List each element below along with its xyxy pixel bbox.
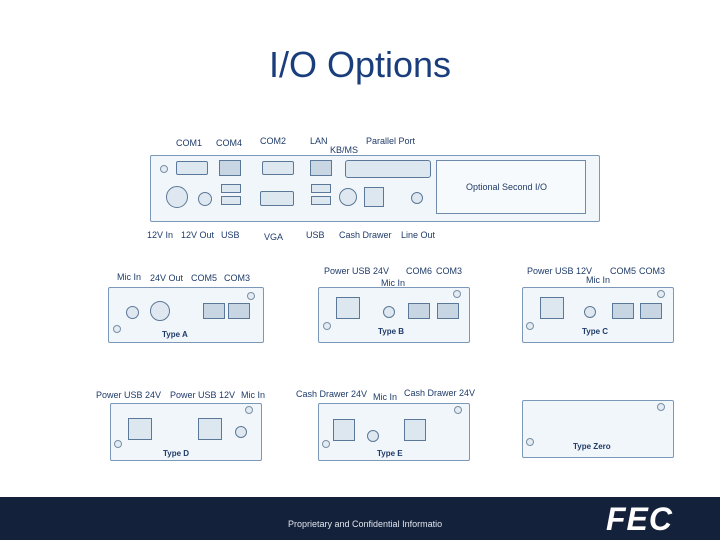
label-com2: COM2	[260, 136, 287, 146]
screw-icon	[526, 438, 534, 446]
screw-icon	[657, 290, 665, 298]
mic-in-jack-icon	[584, 306, 596, 318]
type-c-label: Type C	[582, 327, 609, 336]
lan-port-icon	[310, 160, 332, 176]
dc-jack-12v-in-icon	[166, 186, 188, 208]
com1-port-icon	[176, 161, 208, 175]
power-usb-24v-port-icon	[128, 418, 152, 440]
parallel-port-icon	[345, 160, 431, 178]
mic-in-jack-icon	[367, 430, 379, 442]
label-line-out: Line Out	[401, 230, 436, 240]
type-zero-panel	[522, 400, 674, 458]
label-12v-out: 12V Out	[181, 230, 215, 240]
power-usb-12v-port-icon	[540, 297, 564, 319]
power-din-icon	[150, 301, 170, 321]
mic-in-jack-icon	[235, 426, 247, 438]
label-kbms: KB/MS	[330, 145, 359, 155]
label-usb: USB	[306, 230, 325, 240]
usb-port-icon	[221, 184, 241, 193]
label-cash-drawer-24v: Cash Drawer 24V	[404, 388, 476, 398]
cash-drawer-port-icon	[404, 419, 426, 441]
type-e-label: Type E	[377, 449, 403, 458]
dc-jack-12v-out-icon	[198, 192, 212, 206]
screw-icon	[160, 165, 168, 173]
page-title: I/O Options	[268, 44, 452, 85]
usb-port-icon	[221, 196, 241, 205]
mic-in-jack-icon	[383, 306, 395, 318]
label-power-usb-12v: Power USB 12V	[527, 266, 593, 276]
optional-second-io-label: Optional Second I/O	[466, 182, 548, 192]
label-com6: COM6	[406, 266, 433, 276]
line-out-jack-icon	[411, 192, 423, 204]
cash-drawer-port-icon	[364, 187, 384, 207]
vga-port-icon	[260, 191, 294, 206]
com5-rj45-icon	[612, 303, 634, 319]
ps2-port-icon	[339, 188, 357, 206]
type-a-label: Type A	[162, 330, 188, 339]
label-cash-drawer-24v: Cash Drawer 24V	[296, 389, 368, 399]
com2-port-icon	[262, 161, 294, 175]
screw-icon	[245, 406, 253, 414]
type-e-panel	[318, 403, 470, 461]
type-d-label: Type D	[163, 449, 190, 458]
usb-port-icon	[311, 184, 331, 193]
mic-in-jack-icon	[126, 306, 139, 319]
screw-icon	[453, 290, 461, 298]
label-com3: COM3	[224, 273, 251, 283]
label-usb: USB	[221, 230, 240, 240]
label-mic-in: Mic In	[241, 390, 266, 400]
screw-icon	[322, 440, 330, 448]
footer-bar	[0, 497, 720, 540]
label-mic-in: Mic In	[586, 275, 611, 285]
label-12v-in: 12V In	[147, 230, 174, 240]
label-power-usb-24v: Power USB 24V	[324, 266, 390, 276]
label-24v-out: 24V Out	[150, 273, 184, 283]
power-usb-12v-port-icon	[198, 418, 222, 440]
label-power-usb-12v: Power USB 12V	[170, 390, 236, 400]
screw-icon	[526, 322, 534, 330]
footer-confidential-text: Proprietary and Confidential Informatio	[288, 519, 443, 529]
com6-rj45-icon	[408, 303, 430, 319]
label-mic-in: Mic In	[381, 278, 406, 288]
screw-icon	[247, 292, 255, 300]
type-zero-label: Type Zero	[573, 442, 611, 451]
com4-rj45-icon	[219, 160, 241, 176]
label-vga: VGA	[264, 232, 284, 242]
type-b-label: Type B	[378, 327, 405, 336]
power-usb-24v-port-icon	[336, 297, 360, 319]
label-com5: COM5	[610, 266, 637, 276]
screw-icon	[657, 403, 665, 411]
label-com1: COM1	[176, 138, 203, 148]
usb-port-icon	[311, 196, 331, 205]
screw-icon	[113, 325, 121, 333]
label-com3: COM3	[436, 266, 463, 276]
label-mic-in: Mic In	[373, 392, 398, 402]
label-parallel-port: Parallel Port	[366, 136, 416, 146]
label-com3: COM3	[639, 266, 666, 276]
optional-second-io-box	[436, 160, 586, 214]
com5-rj45-icon	[203, 303, 225, 319]
label-lan: LAN	[310, 136, 328, 146]
screw-icon	[454, 406, 462, 414]
com3-rj45-icon	[437, 303, 459, 319]
label-com5: COM5	[191, 273, 218, 283]
com3-rj45-icon	[640, 303, 662, 319]
label-mic-in: Mic In	[117, 272, 142, 282]
screw-icon	[323, 322, 331, 330]
cash-drawer-port-icon	[333, 419, 355, 441]
label-com4: COM4	[216, 138, 243, 148]
screw-icon	[114, 440, 122, 448]
label-power-usb-24v: Power USB 24V	[96, 390, 162, 400]
fec-logo: FEC	[606, 501, 673, 537]
label-cash-drawer: Cash Drawer	[339, 230, 392, 240]
com3-rj45-icon	[228, 303, 250, 319]
